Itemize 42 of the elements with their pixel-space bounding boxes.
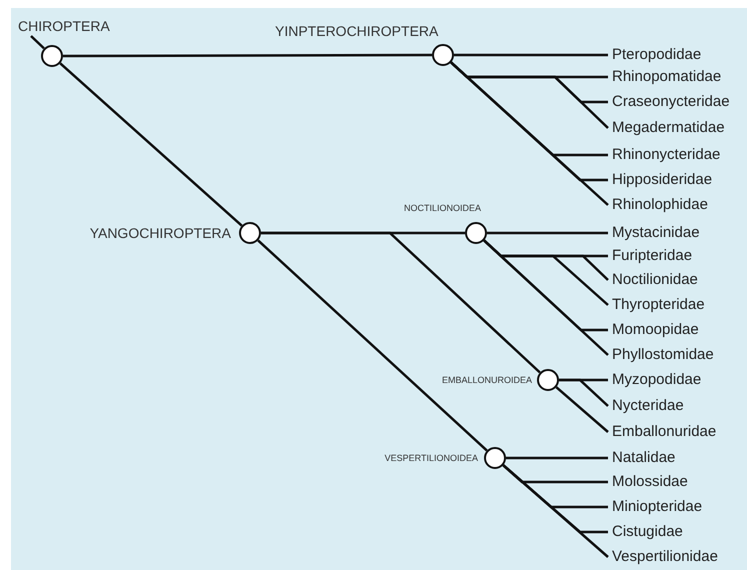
branch-line bbox=[30, 35, 45, 50]
clade-label: NOCTILIONOIDEA bbox=[404, 202, 482, 215]
taxon-label: Rhinopomatidae bbox=[612, 67, 722, 87]
branch-line bbox=[261, 232, 541, 374]
clade-label: YANGOCHIROPTERA bbox=[90, 224, 231, 242]
taxon-label: Hipposideridae bbox=[612, 170, 712, 190]
taxon-label: Myzopodidae bbox=[612, 370, 702, 390]
branch-line bbox=[506, 456, 608, 460]
clade-label: CHIROPTERA bbox=[18, 17, 110, 35]
taxon-label: Thyropteridae bbox=[612, 295, 705, 315]
branch-line bbox=[450, 61, 609, 206]
taxon-label: Nycteridae bbox=[612, 396, 684, 416]
taxon-label: Furipteridae bbox=[612, 246, 692, 266]
taxon-label: Natalidae bbox=[612, 448, 676, 468]
taxon-label: Megadermatidae bbox=[612, 118, 725, 138]
branch-line bbox=[483, 240, 609, 356]
taxon-label: Vespertilionidae bbox=[612, 547, 718, 567]
taxon-label: Pteropodidae bbox=[612, 45, 702, 65]
taxon-label: Rhinonycteridae bbox=[612, 145, 720, 165]
taxon-label: Mystacinidae bbox=[612, 223, 700, 243]
taxon-label: Craseonycteridae bbox=[612, 92, 730, 112]
taxon-label: Emballonuridae bbox=[612, 422, 716, 442]
taxon-label: Momoopidae bbox=[612, 320, 699, 340]
taxon-label: Molossidae bbox=[612, 472, 688, 492]
branch-line bbox=[555, 386, 609, 433]
taxon-label: Noctilionidae bbox=[612, 270, 698, 290]
branch-line bbox=[487, 232, 608, 234]
branch-line bbox=[257, 239, 488, 452]
clade-label: EMBALLONUROIDEA bbox=[442, 374, 532, 387]
branch-line bbox=[502, 464, 609, 558]
clade-label: YINPTEROCHIROPTERA bbox=[275, 22, 438, 40]
branch-line bbox=[59, 62, 243, 227]
taxon-label: Rhinolophidae bbox=[612, 195, 708, 215]
branch-line bbox=[502, 464, 608, 534]
branch-line bbox=[559, 378, 609, 407]
branch-line bbox=[63, 54, 432, 58]
taxon-label: Cistugidae bbox=[612, 522, 683, 542]
branch-line bbox=[454, 54, 608, 56]
branch-line bbox=[483, 239, 609, 306]
taxon-label: Miniopteridae bbox=[612, 497, 702, 517]
taxon-label: Phyllostomidae bbox=[612, 345, 714, 365]
clade-label: VESPERTILIONOIDEA bbox=[384, 452, 478, 465]
